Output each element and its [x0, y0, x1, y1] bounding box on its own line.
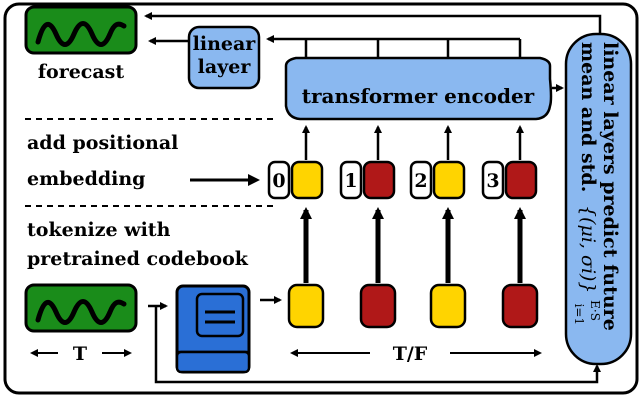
TF-label: T/F — [393, 343, 428, 365]
arrow-input-to-book — [148, 302, 601, 384]
positional-label-line1: add positional — [27, 132, 178, 154]
linear-layer-box — [187, 25, 261, 90]
linear-layer-label-line1: linear — [193, 33, 257, 55]
codebook-book-icon — [175, 284, 251, 374]
position-label-0: 0 — [272, 170, 285, 192]
tokenize-label-line2: pretrained codebook — [27, 248, 249, 270]
side-label-line2: mean and std. {(μi, σi)} E·S i=1 — [572, 42, 608, 328]
token-row — [287, 207, 539, 329]
codebook-token-2 — [429, 283, 467, 329]
positional-label-line2: embedding — [27, 168, 145, 190]
position-box-2 — [409, 160, 433, 200]
side-linear-layers-box — [564, 32, 633, 366]
codebook-token-0 — [287, 283, 325, 329]
side-label-sub: i=1 — [572, 304, 586, 326]
position-label-2: 2 — [414, 170, 427, 192]
position-box-0 — [267, 160, 291, 200]
forecast-label: forecast — [38, 61, 125, 83]
codebook-token-3 — [501, 283, 539, 329]
T-label: T — [73, 343, 87, 365]
embedding-row: 0 1 2 3 — [267, 125, 538, 200]
encoder-output-lines — [266, 35, 522, 58]
embedded-token-2 — [432, 160, 466, 200]
position-label-3: 3 — [486, 170, 499, 192]
forecast-wave-box — [24, 5, 138, 55]
side-label-sup: E·S — [588, 300, 602, 321]
linear-layer-label-line2: layer — [198, 56, 252, 78]
tokenize-label-line1: tokenize with — [27, 219, 171, 241]
embedded-token-0 — [290, 160, 324, 200]
embedded-token-3 — [504, 160, 538, 200]
side-label-math: {(μi, σi)} — [577, 205, 599, 294]
position-box-1 — [339, 160, 363, 200]
position-box-3 — [481, 160, 505, 200]
embedded-token-1 — [362, 160, 396, 200]
side-label-text: mean and std. — [577, 42, 599, 192]
transformer-encoder-box — [284, 56, 553, 121]
arrow-side-to-forecast — [144, 12, 602, 34]
side-label-group: linear layers predict future mean and st… — [572, 42, 621, 331]
input-wave-box — [24, 283, 138, 333]
codebook-token-1 — [359, 283, 397, 329]
position-label-1: 1 — [344, 170, 357, 192]
transformer-encoder-label: transformer encoder — [302, 84, 535, 108]
side-label-line1: linear layers predict future — [599, 42, 621, 331]
